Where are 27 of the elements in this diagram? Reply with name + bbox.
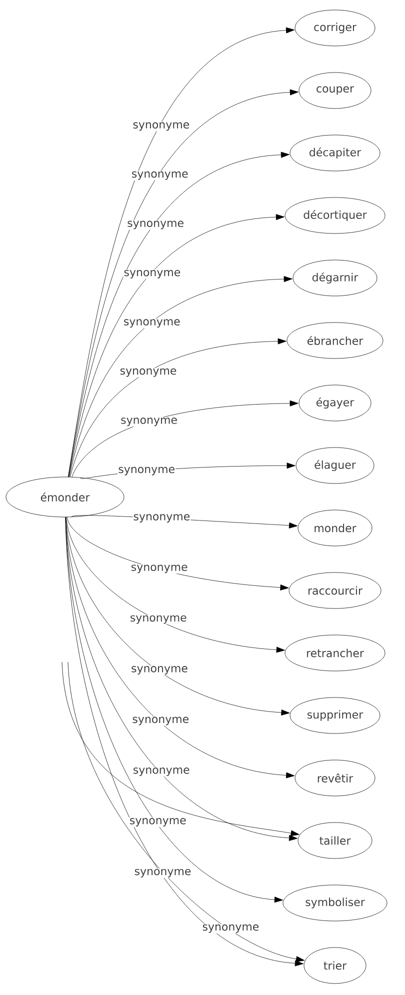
edge-label: synonyme bbox=[132, 122, 190, 132]
arrow bbox=[68, 662, 305, 962]
arrow bbox=[65, 517, 304, 966]
arrow bbox=[68, 214, 285, 478]
arrow bbox=[68, 152, 290, 478]
edge-label: synonyme bbox=[202, 924, 260, 934]
edge-label: synonyme bbox=[130, 564, 188, 574]
edge-label: synonyme bbox=[119, 368, 178, 378]
edge-label: synonyme bbox=[126, 220, 185, 230]
edge-label: synonyme bbox=[132, 514, 191, 524]
edge-label: synonyme bbox=[134, 868, 192, 878]
edge-label: synonyme bbox=[132, 767, 190, 776]
edge-label: synonyme bbox=[120, 417, 178, 427]
edge-label: synonyme bbox=[123, 269, 182, 279]
arrow bbox=[69, 276, 292, 478]
edge-label: synonyme bbox=[130, 666, 188, 675]
arrow bbox=[72, 400, 298, 478]
arrow bbox=[66, 516, 285, 653]
edge-label: synonyme bbox=[128, 818, 187, 827]
edge-label: synonyme bbox=[129, 614, 188, 624]
arrow bbox=[70, 338, 286, 478]
edge-label: synonyme bbox=[122, 318, 181, 328]
edge-label: synonyme bbox=[132, 716, 190, 726]
edge-label: synonyme bbox=[130, 170, 189, 180]
edge-label: synonyme bbox=[118, 466, 176, 476]
arrow bbox=[62, 662, 300, 836]
arrow bbox=[66, 517, 290, 716]
